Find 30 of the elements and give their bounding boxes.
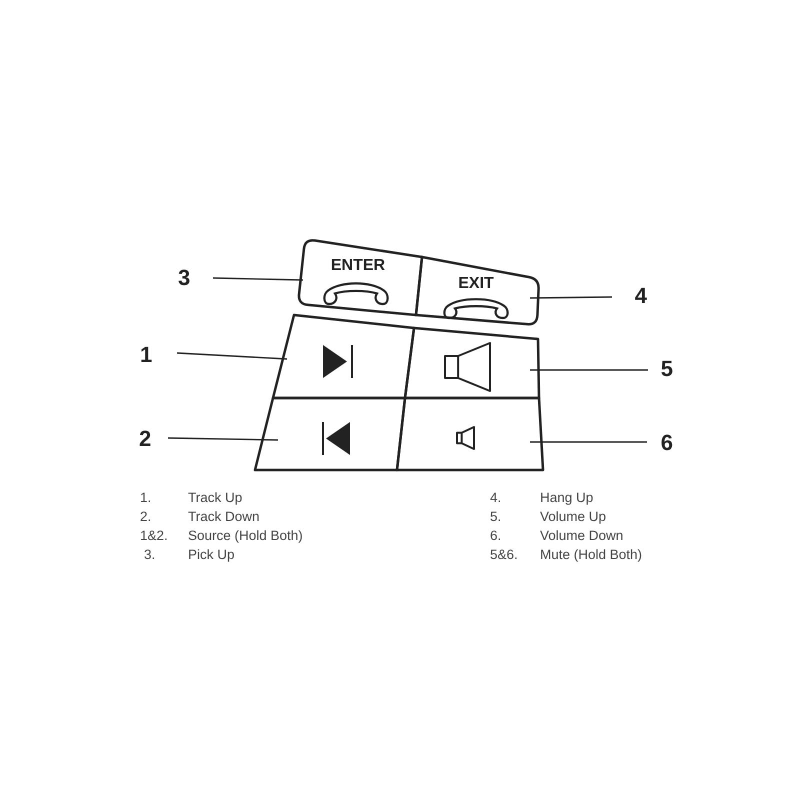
list-number: 1. <box>140 489 152 506</box>
list-number: 2. <box>140 508 152 525</box>
list-item-text: Track Up <box>188 489 242 506</box>
callout-number: 1 <box>140 340 177 370</box>
leader-line <box>530 369 648 371</box>
list-number: 1&2. <box>140 527 168 544</box>
list-number: 3. <box>144 546 156 563</box>
list-item-text: Volume Down <box>540 527 624 544</box>
list-item-text: Pick Up <box>188 546 235 563</box>
leader-line <box>530 296 612 299</box>
list-number: 5&6. <box>490 546 518 563</box>
leader-line <box>176 352 288 360</box>
list-item-text: Hang Up <box>540 489 594 506</box>
list-number: 4. <box>490 489 502 506</box>
callout-number: 6 <box>647 428 673 458</box>
leader-line <box>530 441 647 443</box>
list-number: 5. <box>490 508 502 525</box>
list-item-text: Track Down <box>188 508 260 525</box>
button-label: ENTER <box>330 257 386 275</box>
callout-number: 3 <box>178 263 213 293</box>
leader-line <box>212 277 304 281</box>
list-item-text: Volume Up <box>540 508 606 525</box>
list-item-text: Mute (Hold Both) <box>540 546 642 563</box>
list-number: 6. <box>490 527 502 544</box>
callout-number: 5 <box>648 354 673 384</box>
callout-number: 2 <box>139 424 168 454</box>
callout-number: 4 <box>612 281 647 311</box>
leader-line <box>168 437 278 441</box>
button-label: EXIT <box>458 275 494 293</box>
list-item-text: Source (Hold Both) <box>188 527 303 544</box>
